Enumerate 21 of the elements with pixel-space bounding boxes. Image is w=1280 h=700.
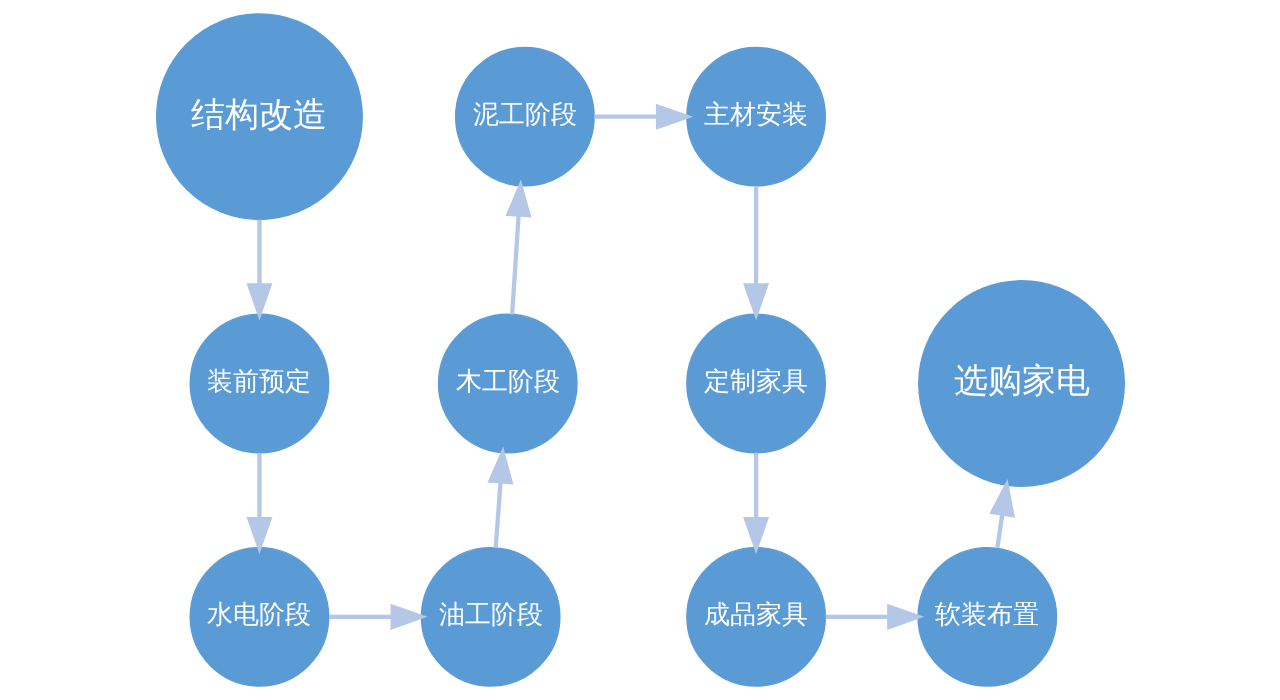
arrow bbox=[245, 219, 272, 321]
arrow bbox=[825, 603, 924, 630]
node-circle: 泥工阶段 bbox=[454, 46, 595, 187]
arrow bbox=[988, 479, 1015, 549]
arrow bbox=[742, 452, 769, 555]
arrow bbox=[742, 186, 769, 321]
node-circle: 油工阶段 bbox=[420, 546, 561, 687]
node-circle: 选购家电 bbox=[917, 280, 1125, 487]
node-circle: 结构改造 bbox=[155, 13, 363, 221]
node-circle: 水电阶段 bbox=[189, 546, 329, 687]
node-circle: 木工阶段 bbox=[437, 313, 578, 454]
node-circle: 成品家具 bbox=[685, 546, 826, 687]
node-circle: 定制家具 bbox=[685, 313, 826, 454]
node-circle: 主材安装 bbox=[685, 46, 826, 187]
node-circle: 软装布置 bbox=[916, 546, 1057, 687]
arrow bbox=[593, 103, 693, 130]
arrow bbox=[328, 603, 428, 630]
node-circle: 装前预定 bbox=[189, 313, 329, 454]
arrow bbox=[487, 446, 513, 548]
arrow bbox=[505, 179, 531, 315]
arrow bbox=[245, 452, 272, 555]
